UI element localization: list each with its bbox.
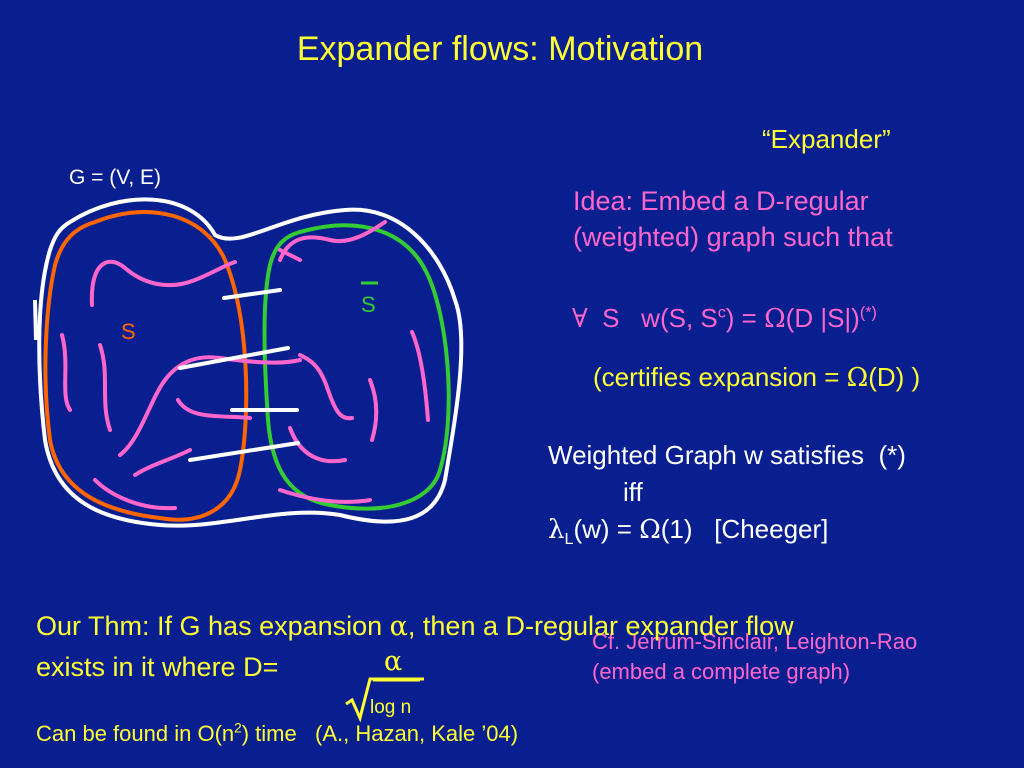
- omega-symbol-3: Ω: [639, 515, 661, 545]
- footer-sup: 2: [234, 720, 242, 736]
- graph-outline: [37, 197, 464, 528]
- cf-note: Cf. Jerrum-Sinclair, Leighton-Rao (embed…: [592, 627, 917, 687]
- theorem-text: Our Thm: If G has expansion α, then a D-…: [36, 606, 794, 687]
- theorem-line-1: Our Thm: If G has expansion α, then a D-…: [36, 606, 794, 647]
- lambda-symbol: λ: [548, 515, 565, 545]
- idea-line-2: (weighted) graph such that: [573, 222, 893, 252]
- theorem-line-1a: Our Thm: If G has expansion: [36, 611, 390, 641]
- expander-heading: “Expander”: [762, 124, 891, 154]
- sqrt-symbol: [345, 677, 424, 722]
- fraction-numerator: α: [384, 646, 403, 677]
- certifies-text: (certifies expansion = Ω(D) ): [593, 362, 920, 393]
- cheeger-text-b: (1) [Cheeger]: [660, 514, 829, 544]
- certifies-suffix: (D) ): [868, 362, 921, 392]
- graph-label: G = (V, E): [69, 166, 162, 189]
- certifies-prefix: (certifies expansion =: [593, 362, 847, 392]
- theorem-line-1b: , then a D-regular expander flow: [407, 611, 794, 641]
- footer-text: Can be found in O(n2) time (A., Hazan, K…: [36, 721, 518, 747]
- set-s-region: [43, 209, 249, 522]
- omega-symbol-2: Ω: [846, 363, 869, 393]
- footer-text-1: Can be found in O(n: [36, 721, 235, 746]
- graph-outline-tick: [33, 299, 38, 341]
- alpha-symbol: α: [389, 611, 408, 642]
- condition-text: S w(S, S: [587, 303, 718, 333]
- page-title: Expander flows: Motivation: [296, 30, 704, 68]
- star-sup: (*): [859, 303, 877, 322]
- cheeger-text-a: (w) =: [573, 514, 640, 544]
- idea-line-1: Idea: Embed a D-regular: [573, 186, 869, 216]
- graph-edges: [60, 220, 430, 511]
- cf-line-1: Cf. Jerrum-Sinclair, Leighton-Rao: [592, 629, 918, 654]
- weighted-graph-block: Weighted Graph w satisfies (*) iff λL(w)…: [548, 437, 906, 549]
- expansion-condition: ∀ S w(S, Sc) = Ω(D |S|)(*): [572, 303, 877, 334]
- forall-symbol: ∀: [572, 304, 588, 334]
- complement-sup: c: [717, 303, 726, 322]
- weighted-line-1: Weighted Graph w satisfies (*): [548, 440, 906, 470]
- cut-edges: [178, 288, 300, 462]
- graph-illustration: [33, 197, 464, 528]
- set-s-label: S: [121, 319, 136, 344]
- omega-symbol: Ω: [764, 304, 786, 334]
- lambda-sub: L: [564, 530, 574, 549]
- condition-text-2: ) =: [725, 303, 765, 333]
- fraction-denominator: log n: [370, 697, 412, 718]
- idea-text: Idea: Embed a D-regular (weighted) graph…: [573, 183, 893, 255]
- footer-text-2: ) time (A., Hazan, Kale ’04): [241, 721, 519, 746]
- condition-text-3: (D |S|): [785, 303, 860, 333]
- cf-line-2: (embed a complete graph): [592, 659, 851, 684]
- iff-text: iff: [623, 477, 643, 507]
- theorem-line-2: exists in it where D=: [36, 652, 279, 682]
- set-s-bar-label: S: [361, 292, 376, 317]
- set-s-bar-region: [262, 223, 451, 511]
- cheeger-line: λL(w) = Ω(1) [Cheeger]: [548, 511, 906, 549]
